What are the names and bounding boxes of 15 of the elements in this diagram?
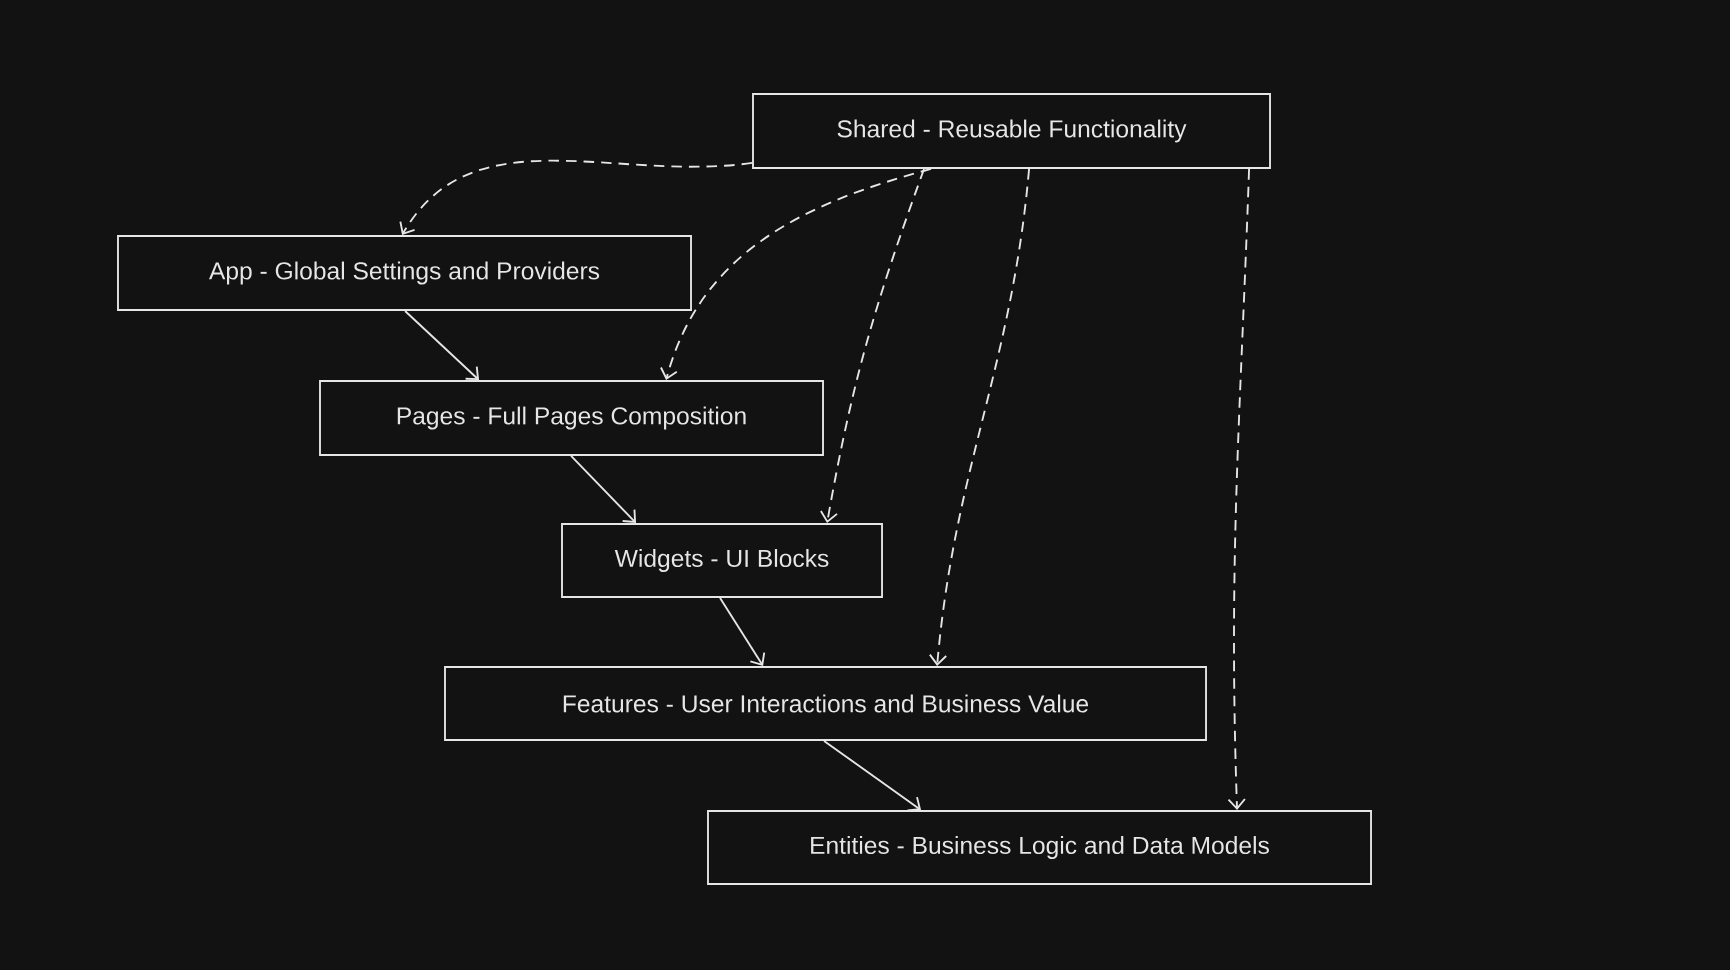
arrow — [404, 310, 480, 381]
arrow — [823, 740, 922, 812]
arrow — [660, 168, 932, 381]
arrow — [928, 168, 1030, 667]
arrow — [819, 168, 925, 524]
arrow — [570, 455, 637, 524]
arrow — [719, 597, 766, 667]
layer-box: Features - User Interactions and Business Value — [444, 666, 1207, 741]
layer-box: Shared - Reusable Functionality — [752, 93, 1271, 169]
arrow — [399, 159, 753, 236]
layer-box: Pages - Full Pages Composition — [319, 380, 824, 456]
arrow — [1227, 168, 1251, 811]
layer-box: Widgets - UI Blocks — [561, 523, 883, 598]
layer-box: Entities - Business Logic and Data Models — [707, 810, 1372, 885]
layer-box: App - Global Settings and Providers — [117, 235, 692, 311]
